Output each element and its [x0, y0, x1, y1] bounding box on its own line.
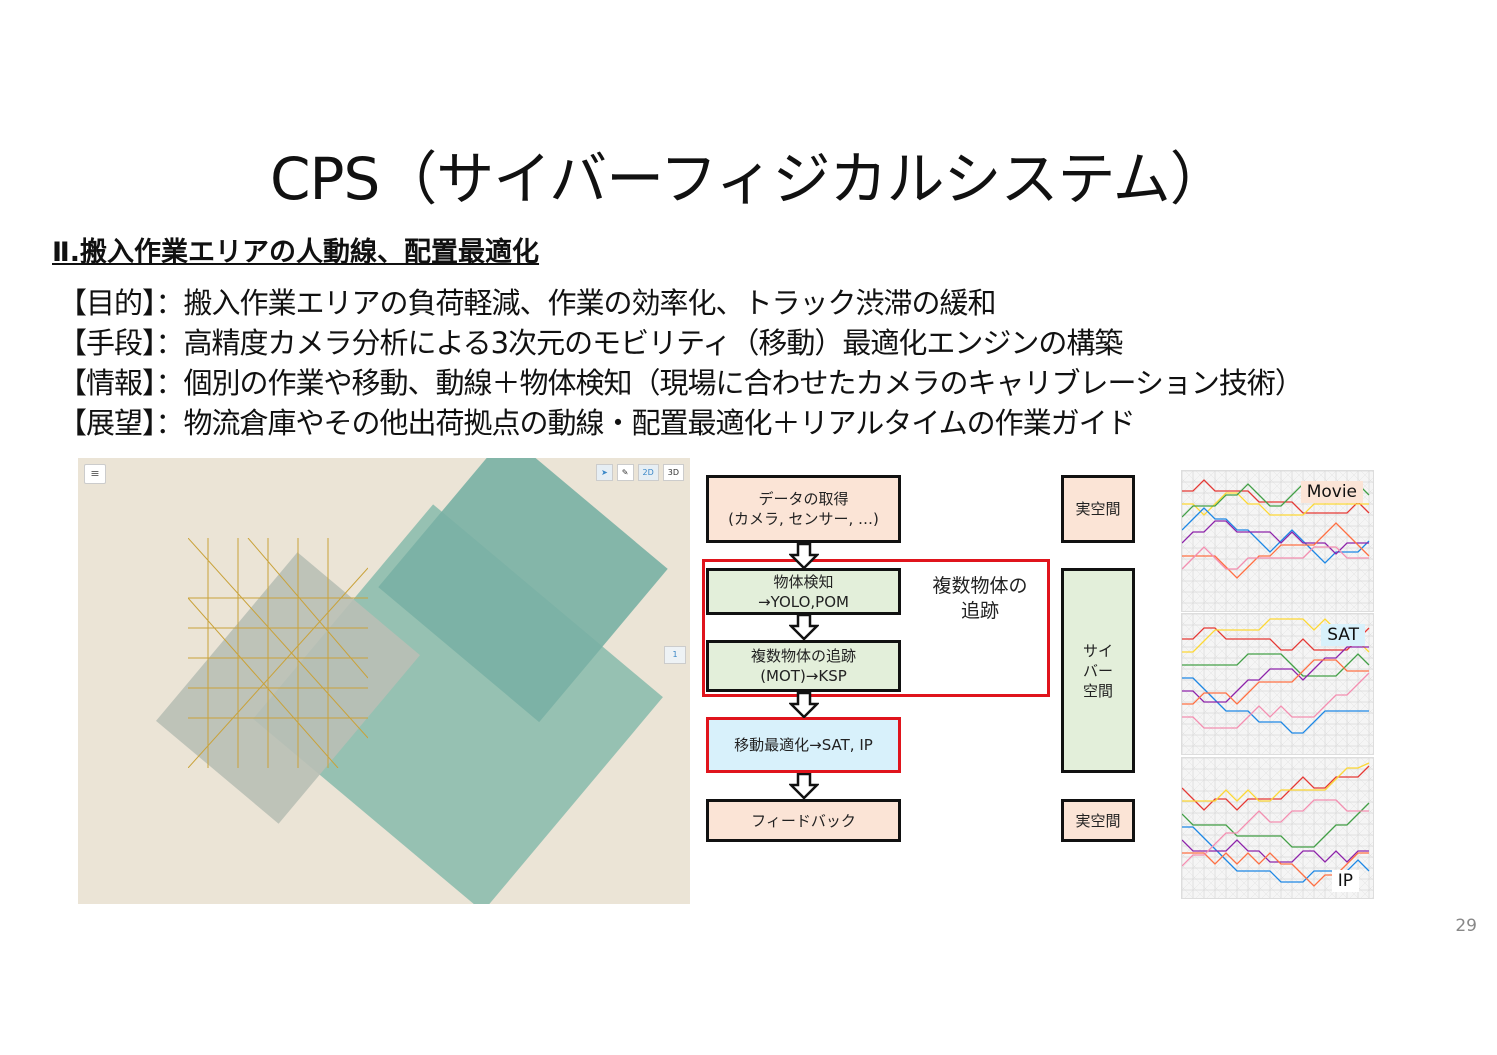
side-text: サイ	[1082, 641, 1113, 660]
flow-movement-optimization: 移動最適化→SAT, IP	[706, 717, 901, 773]
trajectory-path	[1181, 802, 1370, 848]
trajectory-path	[1182, 659, 1369, 705]
line-means: 【手段】：高精度カメラ分析による3次元のモビリティ（移動）最適化エンジンの構築	[58, 326, 1123, 360]
real-space-top: 実空間	[1061, 475, 1135, 543]
route-grid	[188, 538, 368, 768]
flow-text: (カメラ, センサー, …)	[728, 510, 879, 528]
flow-text: 複数物体の追跡	[750, 647, 856, 665]
flow-text: (MOT)→KSP	[760, 667, 847, 685]
flow-text: フィードバック	[751, 811, 856, 830]
bullet-list: 【目的】：搬入作業エリアの負荷軽減、作業の効率化、トラック渋滞の緩和 【手段】：…	[58, 283, 1304, 443]
group-label-line: 追跡	[960, 600, 999, 622]
group-label: 複数物体の追跡	[920, 574, 1040, 624]
flow-multi-object-tracking: 複数物体の追跡 (MOT)→KSP	[706, 640, 901, 692]
down-arrow-icon	[789, 773, 819, 799]
flow-text: 移動最適化→SAT, IP	[734, 736, 873, 754]
down-arrow-icon	[789, 543, 819, 569]
trajectory-path	[1182, 677, 1369, 734]
cyber-space: サイバー空間	[1061, 568, 1135, 773]
down-arrow-icon	[789, 614, 819, 640]
flow-text: データの取得	[758, 490, 849, 508]
side-text: バー	[1082, 661, 1113, 680]
trajectory-path	[1182, 646, 1369, 703]
page-number: 29	[1455, 916, 1477, 936]
flow-object-detection: 物体検知→YOLO,POM	[706, 568, 901, 615]
trajectory-path	[1182, 653, 1370, 677]
flow-text: →YOLO,POM	[758, 592, 849, 611]
cursor-icon[interactable]: ➤	[596, 464, 613, 481]
group-label-line: 複数物体の	[932, 575, 1028, 597]
panel-label: IP	[1331, 870, 1359, 892]
line-outlook: 【展望】：物流倉庫やその他出荷拠点の動線・配置最適化＋リアルタイムの作業ガイド	[58, 406, 1136, 440]
sat-panel: SAT	[1041, 613, 1497, 755]
trajectory-path	[1181, 546, 1369, 570]
flow-data-acquisition: データの取得 (カメラ, センサー, …)	[706, 475, 901, 543]
map-toolbar: ➤ ✎ 2D 3D	[596, 464, 684, 481]
side-text: 空間	[1082, 681, 1113, 700]
section-heading: Ⅱ.搬入作業エリアの人動線、配置最適化	[52, 237, 540, 268]
floor-button[interactable]: 1	[664, 646, 686, 664]
movie-panel: Movie	[1041, 470, 1497, 612]
down-arrow-icon	[789, 692, 819, 718]
pen-icon[interactable]: ✎	[616, 464, 634, 481]
flow-text: 物体検知	[773, 572, 834, 591]
side-text: 実空間	[1075, 811, 1121, 830]
trajectory-path	[1182, 627, 1370, 651]
trajectory-path	[1182, 479, 1370, 514]
slide-title: CPS（サイバーフィジカルシステム）	[270, 145, 1228, 213]
trajectory-path	[1181, 799, 1369, 867]
trajectory-path	[1181, 839, 1369, 863]
tracking-group-frame	[702, 559, 1050, 697]
trajectory-path	[1182, 672, 1370, 729]
trajectory-path	[1181, 520, 1369, 555]
panel-label: SAT	[1321, 624, 1365, 646]
real-space-bottom: 実空間	[1061, 799, 1135, 842]
warehouse-map[interactable]: ≡ ➤ ✎ 2D 3D 1	[78, 458, 690, 904]
panel-label: Movie	[1300, 481, 1363, 503]
trajectory-path	[1181, 765, 1370, 811]
menu-button[interactable]: ≡	[84, 464, 106, 484]
line-purpose: 【目的】：搬入作業エリアの負荷軽減、作業の効率化、トラック渋滞の緩和	[58, 286, 997, 320]
mode-2d-button[interactable]: 2D	[637, 464, 659, 481]
line-info: 【情報】：個別の作業や移動、動線＋物体検知（現場に合わせたカメラのキャリブレーシ…	[58, 366, 1304, 400]
flow-feedback: フィードバック	[706, 799, 901, 842]
ip-panel: IP	[1041, 757, 1497, 899]
mode-3d-button[interactable]: 3D	[662, 464, 684, 481]
trajectory-path	[1181, 507, 1370, 564]
side-text: 実空間	[1075, 500, 1121, 518]
trajectory-path	[1182, 762, 1370, 802]
